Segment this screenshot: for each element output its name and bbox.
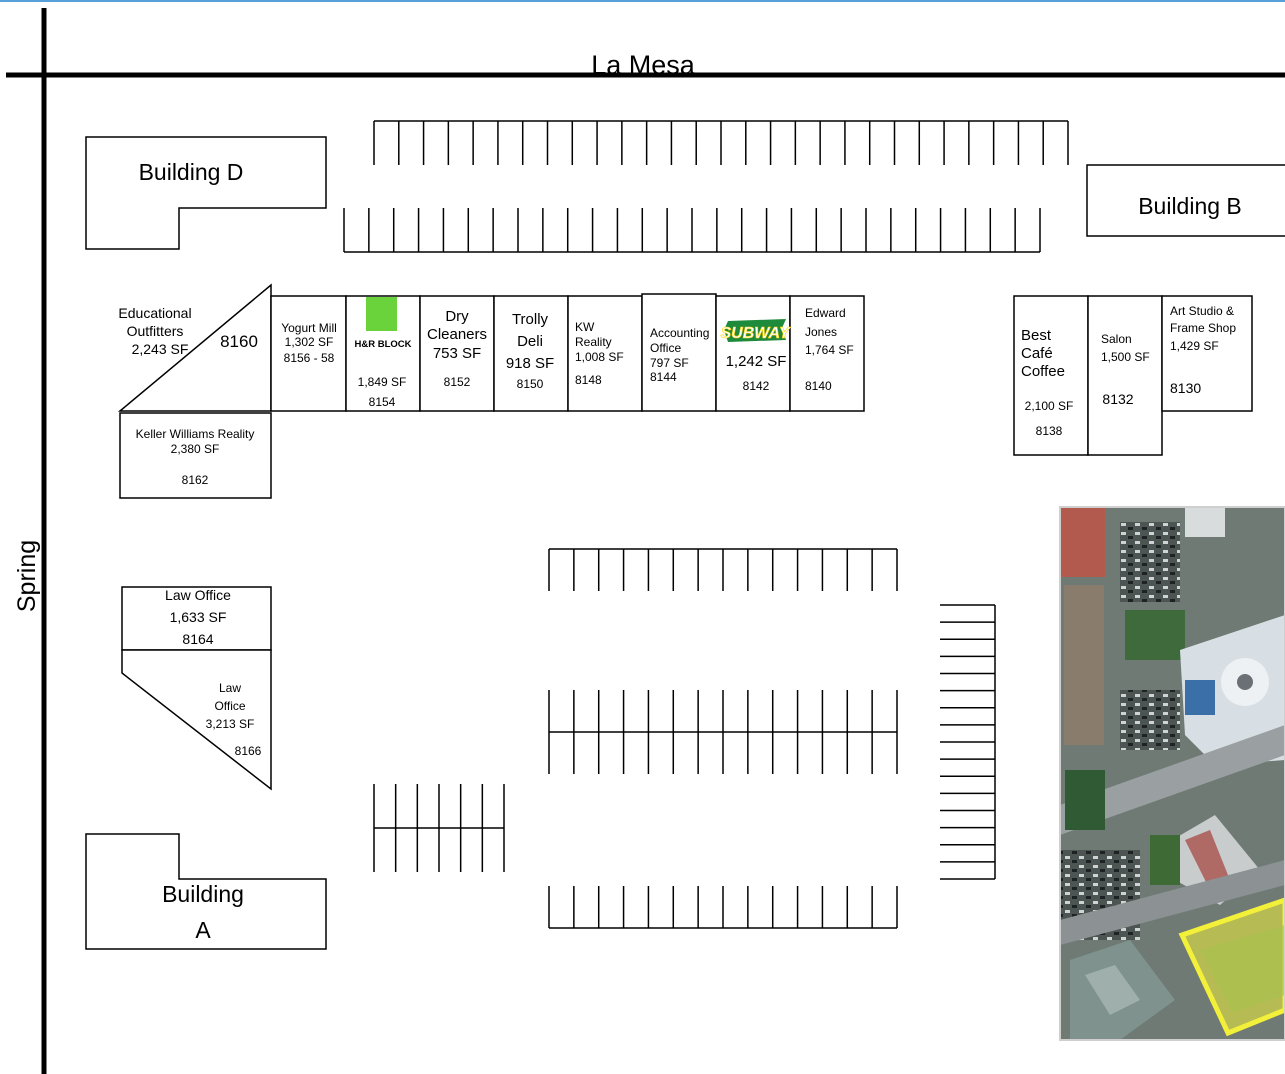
unit-8166-number: 8166 bbox=[235, 744, 262, 758]
unit-8138-name-1: Best bbox=[1021, 327, 1052, 344]
unit-8140-sf: 1,764 SF bbox=[805, 343, 854, 357]
building-b-label: Building B bbox=[1138, 193, 1242, 219]
unit-8166-name-1: Law bbox=[219, 681, 241, 695]
aerial-map-frame bbox=[1059, 506, 1285, 1041]
unit-8142-outline bbox=[715, 295, 791, 412]
unit-8152-outline bbox=[419, 295, 495, 412]
unit-8132-outline bbox=[1087, 295, 1163, 456]
subway-logo-text: SUBWAY bbox=[720, 325, 790, 342]
unit-8130-name-2: Frame Shop bbox=[1170, 321, 1236, 335]
unit-8164-number: 8164 bbox=[182, 631, 213, 647]
unit-8156-sf: 1,302 SF bbox=[285, 335, 334, 349]
unit-8144-number: 8144 bbox=[650, 370, 677, 384]
building-d-label: Building D bbox=[139, 159, 244, 185]
unit-8140-name-2: Jones bbox=[805, 325, 837, 339]
unit-8156-name: Yogurt Mill bbox=[281, 321, 337, 335]
unit-8148-sf: 1,008 SF bbox=[575, 350, 624, 364]
unit-8156-number: 8156 - 58 bbox=[284, 351, 335, 365]
unit-8166-sf: 3,213 SF bbox=[206, 717, 255, 731]
east-strip bbox=[1013, 295, 1253, 456]
unit-8164-name: Law Office bbox=[165, 587, 231, 603]
unit-8140-outline bbox=[789, 295, 865, 412]
unit-8144-name-2: Office bbox=[650, 341, 681, 355]
subway-logo: SUBWAY bbox=[720, 319, 791, 342]
unit-8138-name-2: Café bbox=[1021, 345, 1053, 362]
unit-8150-name-1: Trolly bbox=[512, 311, 549, 328]
unit-8140-name-1: Edward bbox=[805, 306, 846, 320]
building-a-label-line1: Building bbox=[162, 881, 244, 907]
unit-8138-sf: 2,100 SF bbox=[1025, 399, 1074, 413]
unit-8144-outline bbox=[641, 293, 717, 412]
building-b-outline bbox=[1086, 164, 1285, 237]
unit-8162-number: 8162 bbox=[182, 473, 209, 487]
unit-8152-name-2: Cleaners bbox=[427, 326, 487, 343]
unit-8132-sf: 1,500 SF bbox=[1101, 350, 1150, 364]
unit-8130-outline bbox=[1161, 295, 1253, 412]
east-strip-labels: Best Café Coffee 2,100 SF 8138 Salon 1,5… bbox=[1021, 304, 1236, 438]
unit-8130-number: 8130 bbox=[1170, 380, 1201, 396]
unit-8162-outline bbox=[119, 412, 272, 499]
unit-8132-name: Salon bbox=[1101, 332, 1132, 346]
unit-8152-sf: 753 SF bbox=[433, 345, 481, 362]
unit-8142-number: 8142 bbox=[743, 379, 770, 393]
unit-8148-name-1: KW bbox=[575, 320, 595, 334]
unit-8138-number: 8138 bbox=[1036, 424, 1063, 438]
unit-8166-outline bbox=[121, 649, 272, 791]
unit-8150-sf: 918 SF bbox=[506, 355, 554, 372]
unit-8166-name-2: Office bbox=[214, 699, 245, 713]
unit-8160-sf: 2,243 SF bbox=[132, 341, 189, 357]
unit-8140-number: 8140 bbox=[805, 379, 832, 393]
unit-8148-outline bbox=[567, 295, 643, 412]
unit-8144-name-1: Accounting bbox=[650, 326, 709, 340]
unit-8150-number: 8150 bbox=[517, 377, 544, 391]
unit-8148-number: 8148 bbox=[575, 373, 602, 387]
unit-8152-name-1: Dry bbox=[445, 308, 469, 325]
strip-labels: Educational Outfitters 2,243 SF 8160 Yog… bbox=[118, 305, 853, 758]
retail-strip bbox=[117, 283, 865, 791]
unit-8150-name-2: Deli bbox=[517, 333, 543, 350]
spring-label: Spring bbox=[13, 540, 41, 612]
unit-8162-name: Keller Williams Reality bbox=[136, 427, 255, 441]
la-mesa-label: La Mesa bbox=[591, 50, 696, 80]
unit-8164-sf: 1,633 SF bbox=[170, 609, 227, 625]
unit-8160-name-1: Educational bbox=[118, 305, 191, 321]
unit-8162-sf: 2,380 SF bbox=[171, 442, 220, 456]
unit-8138-name-3: Coffee bbox=[1021, 363, 1065, 380]
building-a-label-line2: A bbox=[195, 917, 211, 943]
unit-8130-sf: 1,429 SF bbox=[1170, 339, 1219, 353]
building-d-outline bbox=[85, 136, 327, 250]
unit-8160-name-2: Outfitters bbox=[127, 323, 184, 339]
aerial-map-inset bbox=[1060, 507, 1285, 1040]
unit-8154-number: 8154 bbox=[369, 395, 396, 409]
unit-8154-sf: 1,849 SF bbox=[358, 375, 407, 389]
unit-8132-number: 8132 bbox=[1102, 391, 1133, 407]
parking-stalls bbox=[343, 120, 1069, 929]
unit-8152-number: 8152 bbox=[444, 375, 471, 389]
unit-8142-sf: 1,242 SF bbox=[726, 353, 787, 370]
unit-8138-outline bbox=[1013, 295, 1089, 456]
hr-block-logo-square bbox=[366, 297, 397, 331]
unit-8160-number: 8160 bbox=[220, 332, 258, 351]
unit-8148-name-2: Reality bbox=[575, 335, 612, 349]
building-a-outline bbox=[85, 833, 327, 950]
unit-8144-sf: 797 SF bbox=[650, 356, 689, 370]
unit-8130-name-1: Art Studio & bbox=[1170, 304, 1234, 318]
unit-8164-outline bbox=[121, 586, 272, 651]
top-accent-line bbox=[0, 0, 1285, 2]
hr-block-logo-text: H&R BLOCK bbox=[355, 339, 412, 350]
